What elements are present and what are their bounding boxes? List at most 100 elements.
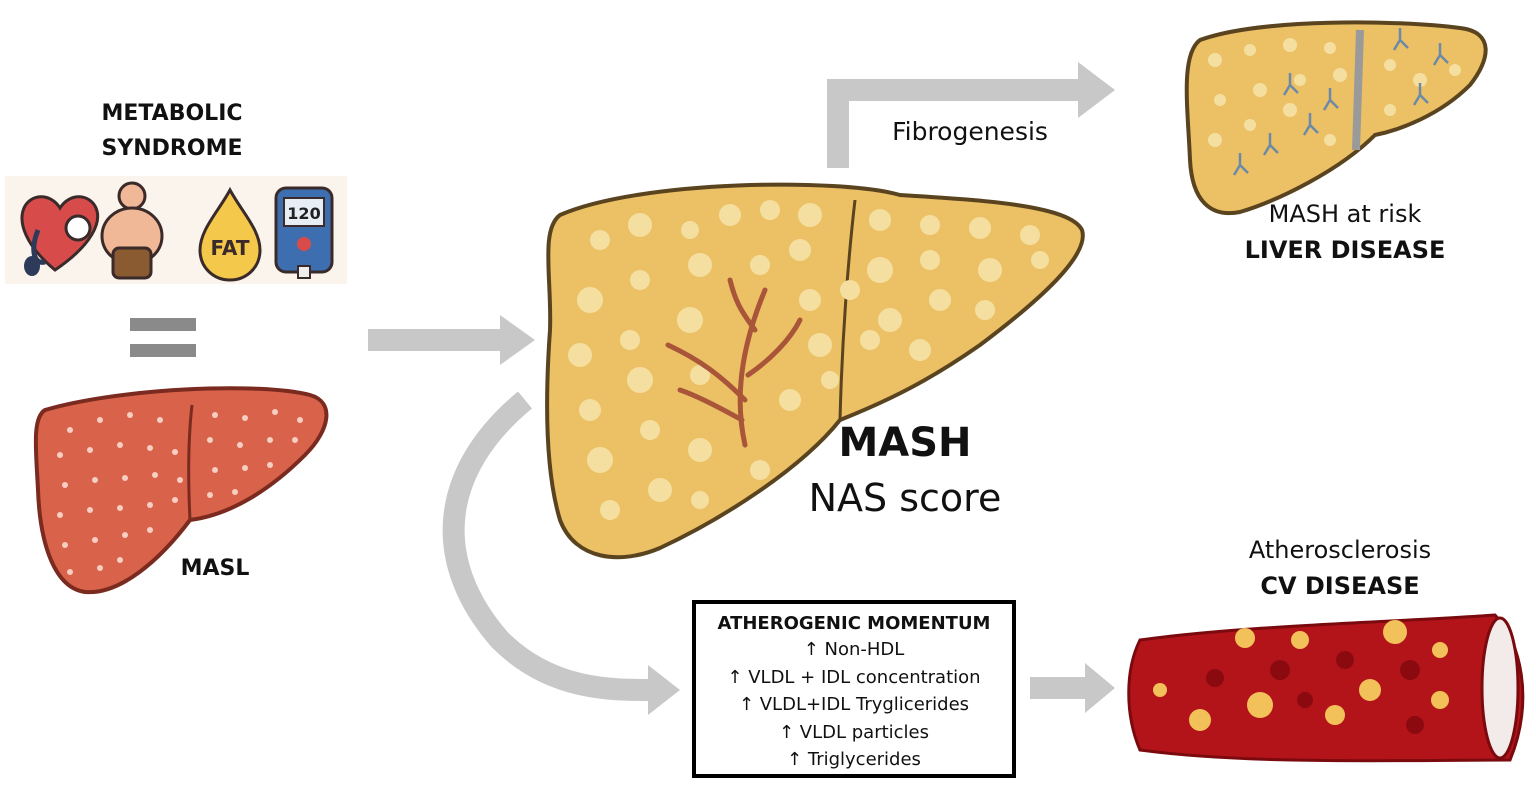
fat-droplet	[929, 289, 951, 311]
fat-droplet	[648, 478, 672, 502]
fat-dot	[117, 505, 123, 511]
fat-droplet	[579, 399, 601, 421]
plaque	[1431, 691, 1449, 709]
fat-droplet	[688, 253, 712, 277]
fat-dot	[57, 452, 63, 458]
fat-droplet	[798, 203, 822, 227]
fat-droplet	[1384, 59, 1396, 71]
fat-droplet	[1244, 44, 1256, 56]
fat-dot	[232, 489, 238, 495]
plaque	[1359, 679, 1381, 701]
fat-dot	[152, 472, 158, 478]
masl-fat-dots	[57, 409, 303, 575]
fat-droplet	[860, 330, 880, 350]
fibrogenesis-label: Fibrogenesis	[892, 117, 1048, 146]
glucometer-reading: 120	[287, 204, 320, 223]
fat-droplet	[909, 339, 931, 361]
fat-dot	[122, 532, 128, 538]
obese-person-icon	[100, 181, 164, 280]
arrow-atherogenic-to-cv	[1030, 663, 1115, 713]
plaque	[1291, 631, 1309, 649]
fat-dot	[212, 412, 218, 418]
masl-liver	[33, 386, 329, 595]
red-blood-cell	[1400, 660, 1420, 680]
red-blood-cell	[1206, 669, 1224, 687]
fat-dot	[157, 417, 163, 423]
cv-disease-label: CV DISEASE	[1260, 572, 1420, 600]
fat-droplet	[867, 257, 893, 283]
fat-droplet	[628, 213, 652, 237]
liver-outcome-line1: MASH at risk	[1268, 200, 1422, 228]
fat-dot	[267, 437, 273, 443]
fat-dot	[237, 442, 243, 448]
fat-dot	[267, 462, 273, 468]
fat-droplet	[1214, 94, 1226, 106]
fat-droplet	[568, 343, 592, 367]
fat-dot	[147, 502, 153, 508]
fat-drop-icon: FAT	[198, 186, 262, 282]
fat-droplet	[627, 367, 653, 393]
metabolic-syndrome-title: METABOLIC SYNDROME	[92, 96, 252, 166]
fat-droplet	[590, 230, 610, 250]
fat-droplet	[690, 365, 710, 385]
atherogenic-item: ↑ Non-HDL	[803, 639, 905, 660]
atherosclerosis-label: Atherosclerosis	[1248, 536, 1432, 564]
fat-droplet	[630, 270, 650, 290]
fat-droplet	[620, 330, 640, 350]
fat-droplet	[750, 460, 770, 480]
fat-dot	[212, 467, 218, 473]
fat-dot	[127, 412, 133, 418]
fat-droplet	[1324, 134, 1336, 146]
fat-droplet	[577, 287, 603, 313]
fat-dot	[117, 557, 123, 563]
fat-droplet	[869, 209, 891, 231]
fat-droplet	[779, 389, 801, 411]
fat-droplet	[640, 420, 660, 440]
fat-droplet	[978, 258, 1002, 282]
arrow-fibrogenesis	[827, 62, 1115, 168]
fat-dot	[292, 437, 298, 443]
mash-title: MASH	[838, 420, 972, 466]
fat-droplet	[719, 204, 741, 226]
red-blood-cell	[1270, 660, 1290, 680]
fat-dot	[97, 417, 103, 423]
fat-droplet	[1449, 64, 1461, 76]
atherogenic-item: ↑ VLDL+IDL Tryglicerides	[738, 694, 970, 715]
nas-score-label: NAS score	[808, 476, 1002, 520]
fat-droplet	[799, 289, 821, 311]
fat-dot	[297, 417, 303, 423]
fat-droplet	[878, 308, 902, 332]
fat-droplet	[1244, 119, 1256, 131]
fat-dot	[177, 477, 183, 483]
atherogenic-momentum-box: ATHEROGENIC MOMENTUM ↑ Non-HDL ↑ VLDL + …	[692, 600, 1016, 778]
liver-disease-label: LIVER DISEASE	[1244, 236, 1446, 264]
fat-dot	[67, 569, 73, 575]
fat-dot	[62, 542, 68, 548]
fibrosis-strands	[1232, 28, 1449, 176]
fat-droplet	[688, 438, 712, 462]
fat-droplet	[587, 447, 613, 473]
arrow-mash-to-atherogenic	[442, 391, 680, 715]
fat-dot	[57, 512, 63, 518]
atherogenic-item: ↑ VLDL + IDL concentration	[727, 666, 981, 688]
fat-droplet	[1020, 225, 1040, 245]
red-blood-cell	[1297, 692, 1313, 708]
atherogenic-item: ↑ Triglycerides	[787, 749, 921, 770]
fat-droplet	[1413, 73, 1427, 87]
fat-droplet	[1208, 53, 1222, 67]
fat-dot	[147, 527, 153, 533]
fat-droplet	[1283, 38, 1297, 52]
fat-droplet	[920, 250, 940, 270]
plaque	[1247, 692, 1273, 718]
plaque	[1432, 642, 1448, 658]
fat-droplet	[789, 239, 811, 261]
arrow-masl-to-mash	[368, 315, 535, 365]
plaque	[1383, 620, 1407, 644]
fat-dot	[67, 427, 73, 433]
fat-droplet	[691, 491, 709, 509]
fat-droplet	[1253, 83, 1267, 97]
fat-dot	[92, 537, 98, 543]
fat-droplet	[969, 217, 991, 239]
fat-dot	[172, 497, 178, 503]
atherogenic-item: ↑ VLDL particles	[778, 721, 930, 743]
